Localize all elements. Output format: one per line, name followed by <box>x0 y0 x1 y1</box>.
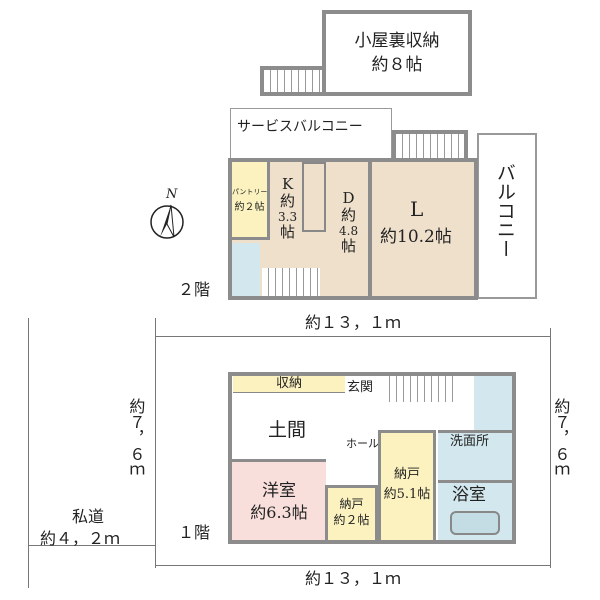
hall-label: ホール <box>346 437 379 450</box>
closet-large-name: 納戸 <box>393 467 420 482</box>
attic-storage: 小屋裏収納 約８帖 <box>322 10 472 96</box>
living-dining-wall <box>368 162 372 296</box>
toilet-2f <box>232 243 260 296</box>
storage-label: 収納 <box>275 376 302 391</box>
balcony: バルコニー <box>477 133 537 299</box>
dim-tick <box>155 318 156 568</box>
western-room: 洋室 約6.3帖 <box>232 459 326 540</box>
dining-l1: 約 <box>341 206 357 225</box>
washroom-label: 洗面所 <box>450 434 490 449</box>
bathtub-icon <box>450 511 500 535</box>
dining-label: D 約 4.8 帖 <box>339 189 359 256</box>
dining-l3: 帖 <box>341 237 357 256</box>
storage: 収納 <box>233 376 345 393</box>
washroom: 洗面所 <box>438 430 512 480</box>
western-name: 洋室 <box>262 481 296 501</box>
attic-name: 小屋裏収納 <box>354 31 440 51</box>
floor1-label: １階 <box>178 523 211 542</box>
living-name: L <box>410 197 424 221</box>
kitchen-l3: 帖 <box>280 223 296 242</box>
dining-name: D <box>342 189 355 207</box>
attic-stairs <box>260 66 326 96</box>
bathroom-label: 浴室 <box>452 485 486 505</box>
stairs-1f <box>383 376 453 402</box>
kitchen-label: K 約 3.3 帖 <box>278 175 298 242</box>
kitchen-counter <box>302 162 326 232</box>
kitchen-l1: 約 <box>280 192 296 211</box>
road-dim <box>28 545 155 546</box>
closet-small-size: 約２帖 <box>333 513 370 527</box>
dim-tick <box>550 328 551 568</box>
doma-label: 土間 <box>268 419 307 441</box>
service-balcony-label: サービスバルコニー <box>237 119 363 135</box>
width-bottom: 約１３，１ｍ <box>305 569 402 588</box>
width-top: 約１３，１ｍ <box>305 313 402 332</box>
compass: N <box>148 187 186 242</box>
dim-line-bottom <box>155 565 550 566</box>
dining-l2: 4.8 <box>339 223 359 238</box>
compass-label: N <box>166 187 178 202</box>
entrance-label: 玄関 <box>347 380 374 395</box>
floor2-label: ２階 <box>178 280 211 299</box>
bathroom: 浴室 <box>438 480 512 540</box>
balcony-label: バルコニー <box>493 163 516 258</box>
road-width: 約４，２ｍ <box>40 529 121 548</box>
attic-size: 約８帖 <box>371 55 423 75</box>
pantry-name: パントリー <box>232 188 268 196</box>
western-size: 約6.3帖 <box>250 503 308 522</box>
road-edge <box>28 318 29 588</box>
kitchen-name: K <box>281 175 294 193</box>
kitchen-l2: 3.3 <box>278 209 298 224</box>
toilet-1f <box>474 376 512 430</box>
closet-small: 納戸 約２帖 <box>325 485 378 540</box>
closet-large-size: 約5.1帖 <box>383 487 431 502</box>
pantry-size: 約２帖 <box>234 202 265 213</box>
pantry: パントリー 約２帖 <box>232 162 270 240</box>
dim-line-top <box>155 336 550 337</box>
depth-left: 約７，６ｍ <box>126 398 146 478</box>
stairs-2f <box>262 268 320 296</box>
closet-large: 納戸 約5.1帖 <box>378 430 436 540</box>
service-balcony: サービスバルコニー <box>230 108 392 162</box>
living-size: 約10.2帖 <box>380 227 452 247</box>
closet-small-name: 納戸 <box>339 497 364 511</box>
compass-arrow-icon <box>150 204 184 239</box>
depth-right: 約７，６ｍ <box>551 398 571 478</box>
road-name: 私道 <box>72 507 105 526</box>
